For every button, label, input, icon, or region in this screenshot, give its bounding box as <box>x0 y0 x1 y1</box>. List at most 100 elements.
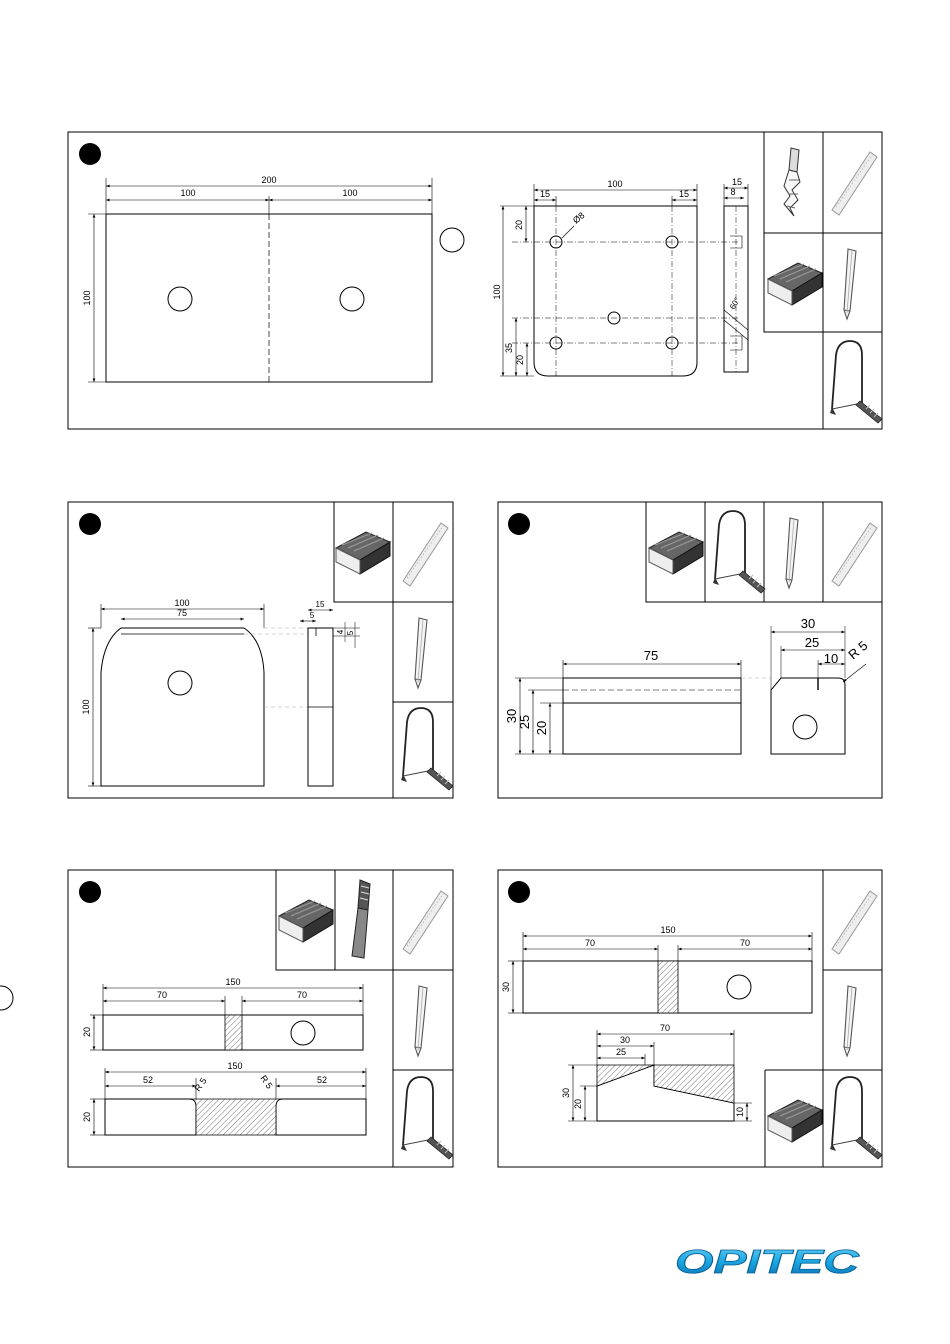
step-5-panel: 150 70 70 30 70 30 25 <box>498 870 882 1167</box>
fretsaw-icon <box>830 341 882 423</box>
plate-front-view: 200 100 100 100 <box>82 175 432 382</box>
hole-circle <box>291 1021 315 1045</box>
strip-end-view: 30 25 10 R 5 <box>741 616 870 754</box>
file-icon <box>352 880 370 958</box>
sanding-block-icon <box>768 263 822 305</box>
dim-left-half: 100 <box>180 188 195 198</box>
ruler-icon <box>832 891 877 954</box>
dim-width: 100 <box>174 598 189 608</box>
block-front-view: 100 75 100 <box>81 598 308 786</box>
step-5-marker <box>508 881 530 903</box>
dim-right: 70 <box>740 938 750 948</box>
step-2-panel: 100 75 100 15 5 4 5 <box>68 502 453 798</box>
dim-height: 30 <box>501 982 511 992</box>
step-1-marker <box>79 143 101 165</box>
sanding-block-icon <box>279 900 333 942</box>
dim-h10: 10 <box>735 1107 745 1117</box>
dim-depth-a: 4 <box>336 629 345 634</box>
dim-height: 100 <box>82 290 92 305</box>
ruler-icon <box>403 891 448 954</box>
plate-side-view: 15 8 60° <box>724 177 748 372</box>
dim-w30: 30 <box>620 1035 630 1045</box>
sanding-block-icon <box>336 532 390 574</box>
sanding-block-icon <box>768 1100 822 1142</box>
dim-length: 75 <box>644 648 658 663</box>
strip-cut-view: 150 52 52 R 5 R 5 20 <box>82 1061 366 1135</box>
ruler-icon <box>832 523 877 586</box>
dim-right-half: 100 <box>342 188 357 198</box>
dim-w25: 25 <box>805 635 819 650</box>
hole-circle <box>793 715 817 739</box>
pencil-icon <box>844 249 856 319</box>
dim-h20: 20 <box>573 1099 583 1109</box>
dim-w10: 10 <box>824 651 838 666</box>
ruler-icon <box>832 152 877 215</box>
fretsaw-icon <box>401 1077 453 1159</box>
dim-side-inner: 8 <box>730 187 735 197</box>
svg-text:OPITEC: OPITEC <box>675 1244 861 1278</box>
dim-height: 100 <box>81 699 91 714</box>
radius-label: R 5 <box>845 638 870 662</box>
strip-top-view: 150 70 70 20 <box>82 977 363 1050</box>
dim-h30: 30 <box>561 1088 571 1098</box>
step-2-marker <box>79 513 101 535</box>
step-4-panel: 150 70 70 20 150 52 52 R 5 R 5 <box>68 870 453 1167</box>
dim-left: 52 <box>143 1075 153 1085</box>
dim-side-width: 15 <box>316 600 325 609</box>
sanding-block-icon <box>649 532 703 574</box>
dim-offset-left: 15 <box>540 189 550 199</box>
step-3-panel: 75 30 25 20 30 25 10 <box>498 502 882 798</box>
hole-circle <box>340 287 364 311</box>
dim-overall: 150 <box>660 925 675 935</box>
step-1-panel: 200 100 100 100 <box>68 132 882 429</box>
pencil-icon <box>415 618 427 688</box>
dim-plate-height: 100 <box>492 284 502 299</box>
radius-right-label: R 5 <box>258 1073 274 1090</box>
dim-from-bottom: 35 <box>504 343 514 353</box>
angle-label: 60° <box>728 296 742 311</box>
fretsaw-icon <box>401 708 453 790</box>
strip-top-view: 150 70 70 30 <box>501 925 812 1013</box>
dim-height: 20 <box>82 1027 92 1037</box>
dim-left: 70 <box>157 990 167 1000</box>
hole-marker <box>440 228 464 252</box>
dim-width: 100 <box>607 179 622 189</box>
dim-height: 20 <box>82 1112 92 1122</box>
step-3-marker <box>508 513 530 535</box>
punch-hole-marker <box>0 986 13 1010</box>
dim-left: 70 <box>585 938 595 948</box>
hole-circle <box>168 671 192 695</box>
pencil-icon <box>786 518 798 588</box>
dim-side-inner: 5 <box>310 611 315 620</box>
dim-w25: 25 <box>616 1047 626 1057</box>
opitec-logo: OPITEC <box>672 1244 862 1278</box>
dim-overall: 150 <box>225 977 240 987</box>
dim-h25: 25 <box>517 715 532 729</box>
plate-drilling-view: 100 15 15 Ø8 100 20 35 20 <box>492 179 740 376</box>
dim-right: 52 <box>317 1075 327 1085</box>
dim-w30: 30 <box>801 616 815 631</box>
fretsaw-icon <box>830 1077 882 1159</box>
dim-offset-top: 20 <box>514 220 524 230</box>
pencil-icon <box>415 986 427 1056</box>
wedge-side-view: 70 30 25 30 20 10 <box>561 1023 752 1121</box>
block-side-view: 15 5 4 5 <box>300 600 360 786</box>
dim-top-width: 75 <box>177 608 187 618</box>
dim-overall: 150 <box>227 1061 242 1071</box>
dim-offset-right: 15 <box>679 189 689 199</box>
strip-front-view: 75 30 25 20 <box>504 648 741 754</box>
dim-h20: 20 <box>534 721 549 735</box>
dim-right: 70 <box>297 990 307 1000</box>
dim-depth-b: 5 <box>346 630 355 635</box>
hole-diameter-label: Ø8 <box>571 210 587 225</box>
dim-bottom-offset: 20 <box>515 355 525 365</box>
dim-overall: 70 <box>660 1023 670 1033</box>
hole-circle <box>168 287 192 311</box>
fretsaw-icon <box>713 511 765 593</box>
drill-bit-icon <box>784 148 800 216</box>
tool-grid <box>764 132 882 429</box>
dim-overall-width: 200 <box>261 175 276 185</box>
dim-side-width: 15 <box>732 177 742 187</box>
pencil-icon <box>844 986 856 1056</box>
